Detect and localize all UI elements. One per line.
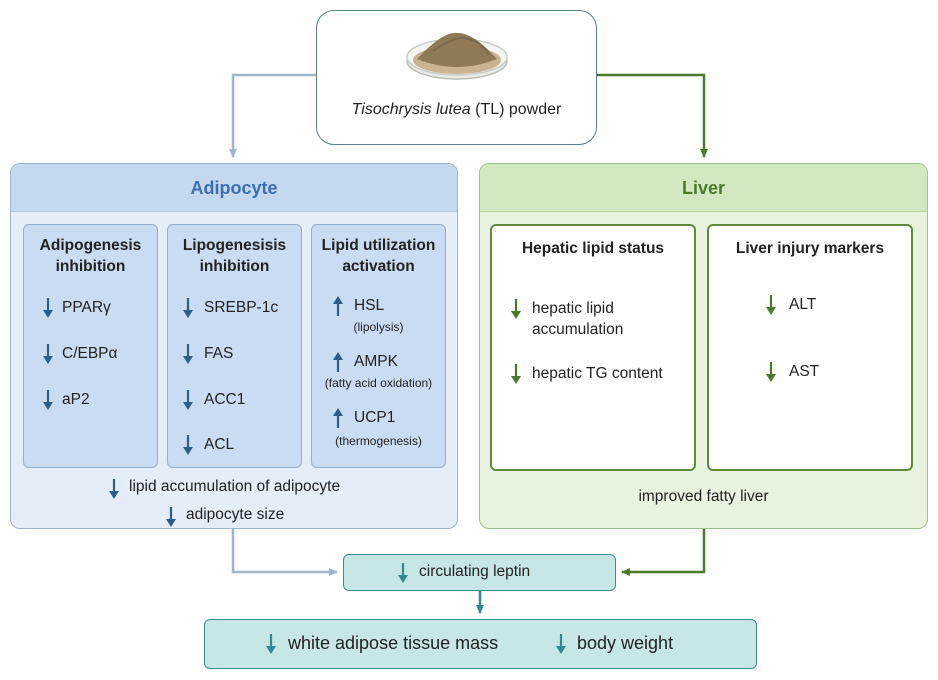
arrow-liver-to-leptin: [621, 529, 706, 576]
lipogenesis-title-line2: inhibition: [199, 258, 270, 275]
liver-injury-group: Liver injury markers ALT AST: [707, 224, 913, 471]
list-item: ACC1: [204, 391, 246, 408]
down-arrow-icon: [511, 364, 521, 384]
body-weight-label: body weight: [577, 633, 674, 653]
down-arrow-icon: [166, 507, 176, 527]
down-arrow-icon: [183, 344, 193, 364]
down-arrow-icon: [266, 634, 276, 654]
final-outcome-box: white adipose tissue mass body weight: [204, 619, 757, 669]
up-arrow-icon: [333, 352, 343, 372]
up-arrow-icon: [333, 408, 343, 428]
adipogenesis-group: Adipogenesis inhibition PPARγ C/EBPα aP2: [23, 224, 158, 468]
arrow-source-to-liver: [597, 73, 708, 158]
list-item: AST: [789, 363, 820, 380]
source-box: [316, 10, 597, 145]
down-arrow-icon: [766, 362, 776, 382]
list-item: SREBP-1c: [204, 299, 279, 316]
adipogenesis-title-line1: Adipogenesis: [39, 237, 142, 254]
down-arrow-icon: [766, 295, 776, 315]
list-item: ALT: [789, 296, 817, 313]
list-item: hepatic TG content: [532, 365, 663, 382]
list-item: AMPK: [354, 353, 398, 370]
down-arrow-icon: [43, 298, 53, 318]
down-arrow-icon: [183, 390, 193, 410]
white-adipose-tissue-mass-label: white adipose tissue mass: [288, 633, 499, 653]
list-item: C/EBPα: [62, 345, 118, 362]
list-item-note: (fatty acid oxidation): [324, 376, 433, 390]
lipogenesis-title-line1: Lipogenesisis: [182, 237, 287, 254]
down-arrow-icon: [511, 299, 521, 319]
down-arrow-icon: [43, 344, 53, 364]
list-item: ACL: [204, 436, 235, 453]
adipocyte-summary-line2: adipocyte size: [186, 506, 285, 523]
down-arrow-icon: [183, 298, 193, 318]
down-arrow-icon: [43, 390, 53, 410]
liver-injury-title: Liver injury markers: [735, 240, 885, 257]
lipid-utilization-title-line2: activation: [342, 258, 415, 275]
list-item-note: (thermogenesis): [335, 434, 422, 448]
adipocyte-title: Adipocyte: [11, 164, 457, 212]
up-arrow-icon: [333, 296, 343, 316]
hepatic-lipid-title: Hepatic lipid status: [521, 240, 665, 257]
lipid-utilization-title-line1: Lipid utilization: [321, 237, 436, 254]
down-arrow-icon: [183, 435, 193, 455]
list-item: UCP1: [354, 409, 396, 426]
list-item: aP2: [62, 391, 90, 408]
liver-panel: Liver Hepatic lipid status hepatic lipid…: [479, 163, 928, 529]
arrow-source-to-adipocyte: [229, 73, 316, 158]
lipid-utilization-group: Lipid utilization activation HSL (lipoly…: [311, 224, 446, 468]
source-label: Tisochrysis lutea (TL) powder: [316, 101, 597, 119]
down-arrow-icon: [109, 479, 119, 499]
list-item: hepatic lipid: [532, 300, 614, 317]
list-item: PPARγ: [62, 299, 111, 316]
hepatic-lipid-group: Hepatic lipid status hepatic lipid accum…: [490, 224, 696, 471]
liver-title: Liver: [480, 164, 927, 212]
circulating-leptin-label: circulating leptin: [419, 563, 531, 580]
adipocyte-panel: Adipocyte Adipogenesis inhibition PPARγ …: [10, 163, 458, 529]
adipocyte-summary-line1: lipid accumulation of adipocyte: [129, 478, 341, 495]
list-item: FAS: [204, 345, 234, 362]
circulating-leptin-box: circulating leptin: [343, 554, 616, 591]
list-item-note: (lipolysis): [353, 320, 404, 334]
source-name-italic: Tisochrysis lutea: [351, 101, 471, 118]
petri-dish-powder-icon: [406, 32, 508, 80]
liver-summary: improved fatty liver: [638, 488, 769, 505]
list-item-continued: accumulation: [532, 321, 624, 338]
arrow-adipocyte-to-leptin: [231, 529, 338, 576]
list-item: HSL: [354, 297, 385, 314]
adipogenesis-title-line2: inhibition: [55, 258, 126, 275]
lipogenesis-group: Lipogenesisis inhibition SREBP-1c FAS AC…: [167, 224, 302, 468]
down-arrow-icon: [556, 634, 566, 654]
source-name-rest: (TL) powder: [470, 101, 562, 118]
down-arrow-icon: [398, 563, 408, 583]
